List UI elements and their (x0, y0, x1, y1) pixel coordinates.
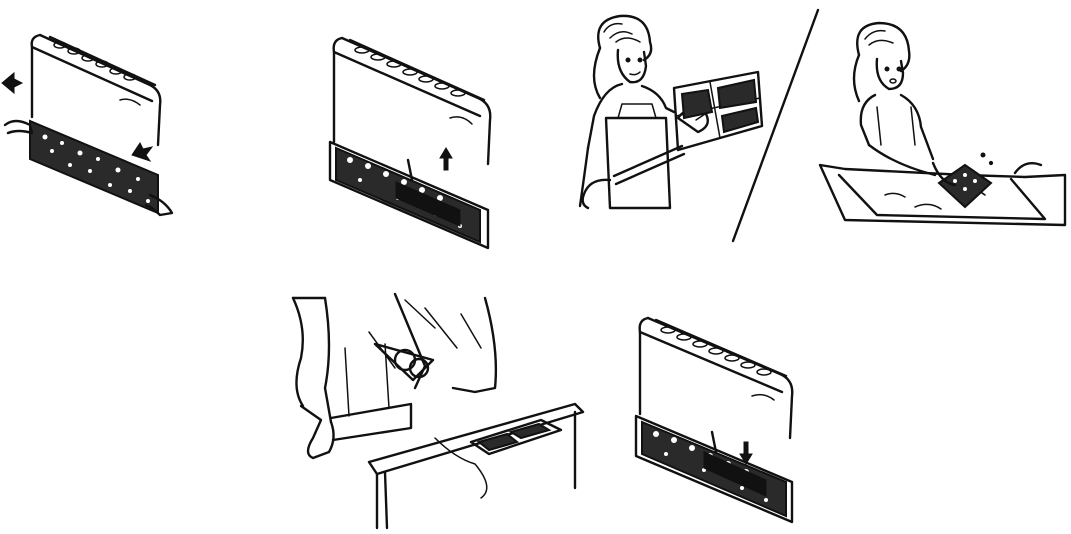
filter-reinsert-illustration (630, 310, 810, 534)
top-vent (355, 47, 465, 96)
dry-filter-illustration (285, 288, 590, 534)
panel-wash-filter (815, 15, 1071, 240)
divider-line (725, 5, 825, 250)
arrow-down-left-icon (132, 143, 152, 161)
panel-dry-filter (285, 288, 590, 534)
filter-panel (471, 420, 561, 454)
table (369, 404, 583, 474)
front-grille (30, 121, 158, 213)
arrow-left-icon (2, 73, 22, 93)
divider-stroke (725, 5, 825, 250)
arrow-up-icon (440, 148, 452, 170)
filter-lift-out-illustration (320, 30, 505, 260)
filter-panel (939, 165, 991, 207)
grille-removal-illustration (0, 25, 185, 225)
panel-grille-removal (0, 25, 185, 225)
panel-filter-reinsert (630, 310, 810, 534)
panel-filter-lift-out (320, 30, 505, 260)
top-vent (661, 327, 771, 375)
wash-filter-illustration (815, 15, 1071, 240)
